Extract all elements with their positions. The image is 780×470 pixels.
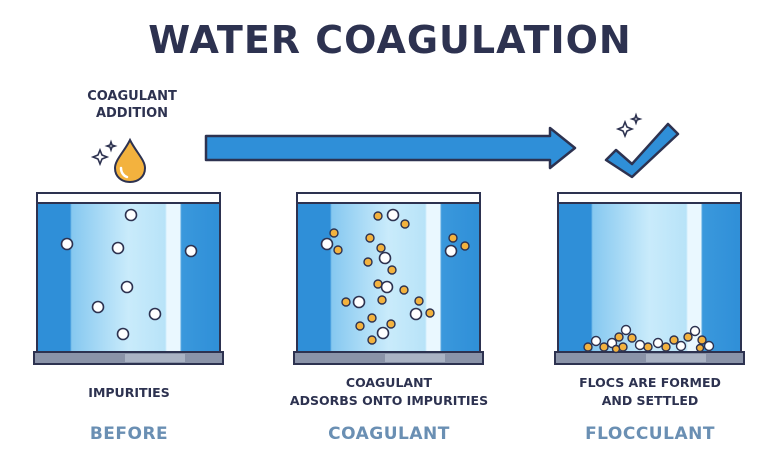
process-arrow-icon <box>204 126 577 170</box>
tank-coagulant <box>293 192 484 365</box>
caption-line: AND SETTLED <box>601 393 699 408</box>
page-title: WATER COAGULATION <box>148 18 632 62</box>
stage-label-before: BEFORE <box>89 424 169 444</box>
checkmark-icon <box>604 112 680 179</box>
coagulant-particles <box>329 211 470 345</box>
stage-label-coagulant: COAGULANT <box>328 424 450 444</box>
caption-line: IMPURITIES <box>88 385 170 400</box>
impurity-particles <box>320 208 458 340</box>
caption-before: IMPURITIES <box>0 384 259 402</box>
tank-before <box>33 192 224 365</box>
coagulant-addition-line1: COAGULANT <box>87 89 177 104</box>
settled-flocs <box>583 324 715 354</box>
stage-label-flocculant: FLOCCULANT <box>585 424 715 444</box>
coagulant-drop-icon <box>113 137 147 184</box>
caption-flocculant: FLOCS ARE FORMED AND SETTLED <box>520 374 780 410</box>
coagulant-addition-label: COAGULANT ADDITION <box>82 88 182 122</box>
caption-line: ADSORBS ONTO IMPURITIES <box>289 393 489 408</box>
tank-flocculant <box>554 192 745 365</box>
impurity-particles <box>60 208 198 341</box>
caption-line: FLOCS ARE FORMED <box>579 375 721 390</box>
coagulant-addition-line2: ADDITION <box>95 106 169 121</box>
caption-coagulant: COAGULANT ADSORBS ONTO IMPURITIES <box>259 374 519 410</box>
caption-line: COAGULANT <box>345 375 433 390</box>
sparkle-icon <box>90 139 118 167</box>
